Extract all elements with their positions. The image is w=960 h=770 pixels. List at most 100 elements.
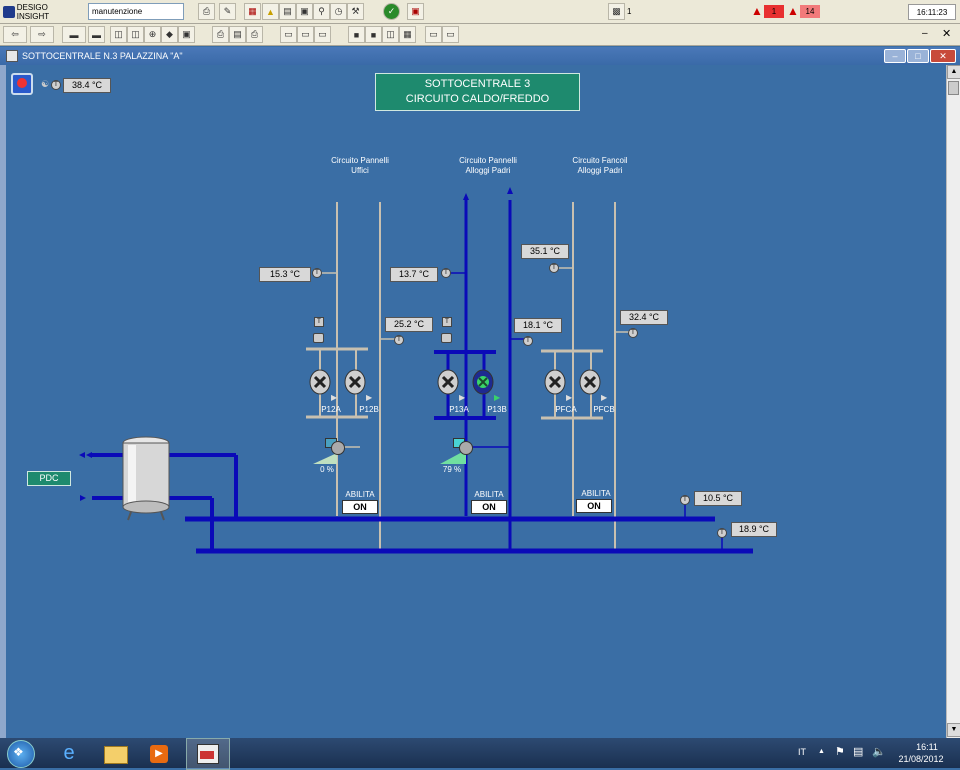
scroll-down-arrow[interactable]: ▼ — [947, 723, 960, 737]
outdoor-temp-value[interactable]: 38.4 °C — [63, 78, 111, 93]
tools-icon[interactable]: ⚒ — [347, 3, 364, 20]
alarm-badge-2[interactable]: 14 — [800, 5, 820, 18]
circuit-1-label: Circuito Pannelli Uffici — [320, 156, 400, 176]
bell-icon[interactable]: ▲ — [262, 3, 279, 20]
circuit-1-label-l1: Circuito Pannelli — [331, 156, 389, 165]
volume-icon[interactable]: 🔈 — [872, 746, 886, 758]
window-2-icon[interactable]: ▭ — [297, 26, 314, 43]
network-icon[interactable]: ▤ — [853, 746, 864, 758]
window-minimize-button[interactable]: ‒ — [884, 49, 906, 63]
square-2-icon[interactable]: ■ — [365, 26, 382, 43]
tile-icon[interactable]: ▦ — [399, 26, 416, 43]
circuit-2-label-l1: Circuito Pannelli — [459, 156, 517, 165]
pipe-diagram — [79, 187, 753, 554]
ie-icon[interactable]: e — [63, 742, 75, 764]
alarm-bell-icon-1[interactable]: ▲ — [751, 4, 763, 18]
square-icon[interactable]: ■ — [348, 26, 365, 43]
pump-p13a[interactable] — [437, 368, 459, 396]
check-icon[interactable]: ✓ — [383, 3, 400, 20]
alarm-badge-1[interactable]: 1 — [764, 5, 784, 18]
window-close-button[interactable]: ✕ — [930, 49, 956, 63]
valve-c2-percent: 79 % — [442, 465, 462, 474]
cube-icon[interactable]: ◆ — [161, 26, 178, 43]
compass-icon[interactable]: ⊕ — [144, 26, 161, 43]
valve-c1-body-icon — [331, 441, 345, 455]
media-player-icon[interactable]: ▶ — [142, 740, 176, 768]
pump-p12b[interactable] — [344, 368, 366, 396]
c2-enable-button[interactable]: ON — [471, 500, 507, 514]
print-icon[interactable]: ⎙ — [246, 26, 263, 43]
window-left-border — [0, 65, 6, 738]
vertical-scrollbar[interactable]: ▲ ▼ — [946, 65, 960, 738]
main-supply-temp[interactable]: 10.5 °C — [694, 491, 742, 506]
pump-p12a[interactable] — [309, 368, 331, 396]
c1-enable-button[interactable]: ON — [342, 500, 378, 514]
taskbar-date[interactable]: 21/08/2012 — [898, 754, 944, 764]
language-indicator[interactable]: IT — [798, 747, 806, 757]
start-button[interactable]: ❖ — [2, 738, 38, 768]
user-field[interactable]: manutenzione — [88, 3, 184, 20]
pump-p12a-label: P12A — [321, 405, 341, 414]
outdoor-sensor-icon[interactable] — [11, 73, 33, 95]
flag-icon[interactable]: ⚑ — [835, 746, 845, 758]
c3-supply-temp[interactable]: 35.1 °C — [521, 244, 569, 259]
explorer-icon[interactable] — [98, 740, 132, 768]
book-icon[interactable]: ▣ — [296, 3, 313, 20]
pump-p13b[interactable] — [472, 368, 494, 396]
pump-pfcb[interactable] — [579, 368, 601, 396]
report-icon[interactable]: ▦ — [244, 3, 261, 20]
tree-2-icon[interactable]: ◫ — [127, 26, 144, 43]
clock-icon[interactable]: ◷ — [330, 3, 347, 20]
main-return-sensor-icon: T — [717, 528, 727, 538]
tray-arrow-icon[interactable]: ▲ — [818, 748, 825, 755]
scroll-thumb[interactable] — [948, 81, 959, 95]
menu-minimize-icon[interactable]: ‒ — [922, 28, 928, 39]
restore-icon[interactable]: ▭ — [425, 26, 442, 43]
scroll-up-arrow[interactable]: ▲ — [947, 65, 960, 79]
cascade-icon[interactable]: ◫ — [382, 26, 399, 43]
c3-supply-sensor-icon: T — [549, 263, 559, 273]
c1-return-temp[interactable]: 25.2 °C — [385, 317, 433, 332]
menu-close-icon[interactable]: ✕ — [942, 28, 952, 40]
pump-p13b-label: P13B — [487, 405, 507, 414]
printer-icon[interactable]: ⎙ — [198, 3, 215, 20]
search-icon[interactable]: ⚲ — [313, 3, 330, 20]
chart-icon[interactable]: ▤ — [279, 3, 296, 20]
c2-supply-temp[interactable]: 13.7 °C — [390, 267, 438, 282]
back-icon[interactable]: ⇦ — [3, 26, 27, 43]
window-icon-small — [6, 50, 18, 62]
tree-icon[interactable]: ◫ — [110, 26, 127, 43]
folder-2-icon[interactable]: ▬ — [88, 26, 105, 43]
app-logo[interactable]: DESIGO INSIGHT — [3, 3, 81, 21]
forward-icon[interactable]: ⇨ — [30, 26, 54, 43]
book-red-icon[interactable]: ▣ — [407, 3, 424, 20]
desigo-task-icon[interactable] — [186, 738, 230, 770]
window-icon[interactable]: ▭ — [280, 26, 297, 43]
window-maximize-button[interactable]: □ — [907, 49, 929, 63]
event-counter-icon[interactable]: ▩ — [608, 3, 625, 20]
c2-enable-label: ABILITA — [474, 490, 504, 499]
event-counter-value: 1 — [627, 7, 632, 16]
c3-enable-button[interactable]: ON — [576, 499, 612, 513]
preview-icon[interactable]: ▤ — [229, 26, 246, 43]
window-3-icon[interactable]: ▭ — [314, 26, 331, 43]
user-edit-icon[interactable]: ✎ — [219, 3, 236, 20]
c2-return-temp[interactable]: 18.1 °C — [514, 318, 562, 333]
c3-return-temp[interactable]: 32.4 °C — [620, 310, 668, 325]
plant-title-line1: SOTTOCENTRALE 3 — [424, 78, 531, 90]
alarm-bell-icon-2[interactable]: ▲ — [787, 4, 799, 18]
main-supply-sensor-icon: T — [680, 495, 690, 505]
pump-pfca[interactable] — [544, 368, 566, 396]
main-return-temp[interactable]: 18.9 °C — [731, 522, 777, 537]
p12b-arrow-icon: ▶ — [366, 393, 373, 402]
folder-icon[interactable]: ▬ — [62, 26, 86, 43]
camera-icon[interactable]: ▣ — [178, 26, 195, 43]
window-titlebar[interactable]: SOTTOCENTRALE N.3 PALAZZINA "A" ‒ □ ✕ — [0, 47, 960, 65]
maximize-icon[interactable]: ▭ — [442, 26, 459, 43]
p13b-arrow-icon: ▶ — [494, 393, 501, 402]
pdc-button[interactable]: PDC — [27, 471, 71, 486]
c2-flow-meter-icon — [441, 333, 452, 343]
c1-supply-temp[interactable]: 15.3 °C — [259, 267, 311, 282]
print-setup-icon[interactable]: ⎙ — [212, 26, 229, 43]
taskbar-time[interactable]: 16:11 — [916, 742, 938, 752]
